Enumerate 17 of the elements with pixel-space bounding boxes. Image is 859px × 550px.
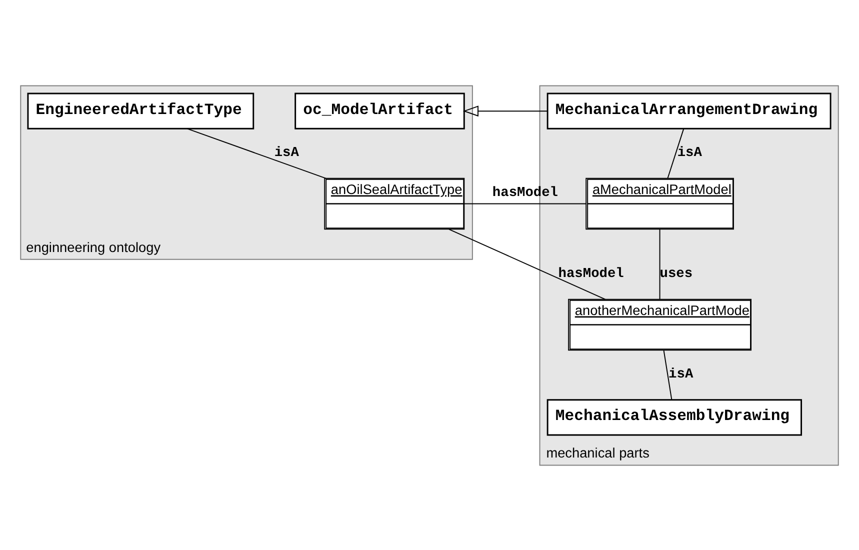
edge-label: hasModel [492, 186, 558, 201]
edge-label: uses [660, 266, 693, 282]
connector [448, 228, 606, 300]
node-box: MechanicalAssemblyDrawing [546, 398, 802, 436]
connector [663, 350, 672, 400]
edge-label: isA [677, 146, 702, 161]
connector [186, 128, 327, 178]
node-box: MechanicalArrangementDrawing [546, 92, 832, 129]
connector [659, 228, 660, 300]
connector [667, 128, 684, 178]
edge-label: hasModel [558, 266, 624, 282]
edge-label: isA [274, 146, 299, 161]
edge-label: isA [668, 367, 694, 382]
node-box: EngineeredArtifactType [27, 92, 254, 129]
arrow [462, 105, 548, 116]
node-box: oc_ModelArtifact [294, 92, 465, 129]
connector [464, 202, 587, 204]
